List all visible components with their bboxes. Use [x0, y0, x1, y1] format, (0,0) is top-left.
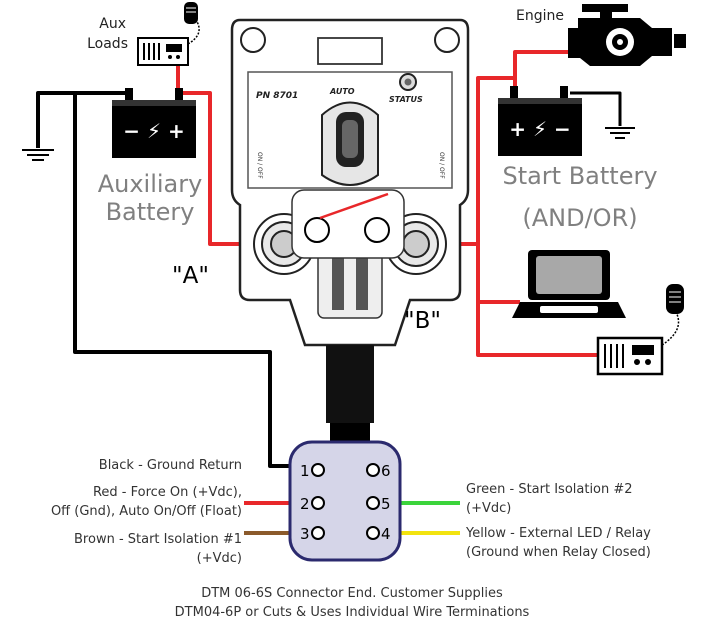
relay-auto-label: AUTO: [329, 87, 355, 96]
pin-socket-5: [366, 496, 380, 510]
pin-socket-2: [311, 496, 325, 510]
relay-cable: [326, 345, 374, 423]
ground-symbol-right: [605, 127, 635, 139]
connector-pin-sockets: [311, 463, 380, 540]
terminal-a-label: "A": [172, 263, 209, 289]
vhf-radio-icon: [596, 284, 684, 376]
pin-number-3: 3: [300, 525, 310, 543]
pin-socket-3: [311, 526, 325, 540]
pin-number-6: 6: [381, 462, 391, 480]
auxiliary-battery: [112, 88, 196, 158]
pin-socket-6: [366, 463, 380, 477]
ground-symbol-left: [22, 149, 54, 161]
start-battery: [498, 86, 582, 156]
engine-label: Engine: [516, 8, 564, 24]
relay-right-side-text: ON / OFF: [438, 152, 445, 179]
wire-label-red-line2: Off (Gnd), Auto On/Off (Float): [51, 504, 242, 519]
aux-loads-label-line1: Aux: [99, 16, 126, 32]
relay-cable-collar: [330, 423, 370, 443]
pin-number-1: 1: [300, 462, 310, 480]
wire-label-brown-line1: Brown - Start Isolation #1: [74, 532, 242, 547]
engine-red-wire: [513, 50, 568, 78]
relay-part-number: PN 8701: [256, 91, 298, 101]
wire-label-yellow-line2: (Ground when Relay Closed): [466, 545, 651, 560]
aux-battery-label-line1: Auxiliary: [98, 170, 203, 198]
start-battery-symbols: + ⚡ −: [509, 117, 570, 141]
aux-ground-wire: [36, 91, 75, 148]
black-ground-return-wire: [73, 91, 300, 468]
aux-loads-radio-icon: [137, 2, 200, 66]
terminal-b-label: "B": [404, 308, 441, 334]
pin-number-2: 2: [300, 495, 310, 513]
aux-battery-symbols: − ⚡ +: [123, 119, 184, 143]
wire-label-red-line1: Red - Force On (+Vdc),: [93, 485, 242, 500]
relay-switch-symbol: [291, 189, 405, 259]
pin-socket-4: [366, 526, 380, 540]
terminal-b-stud: [385, 213, 447, 275]
engine-icon: [568, 4, 686, 66]
wire-label-green-line1: Green - Start Isolation #2: [466, 482, 633, 497]
aux-battery-label-line2: Battery: [106, 198, 195, 226]
aux-loads-label-line2: Loads: [87, 36, 128, 52]
pin-number-4: 4: [381, 525, 391, 543]
pin-socket-1: [311, 463, 325, 477]
footer-note-line1: DTM 06-6S Connector End. Customer Suppli…: [201, 586, 503, 601]
start-ground-wire: [570, 91, 622, 126]
footer-note-line2: DTM04-6P or Cuts & Uses Individual Wire …: [175, 605, 530, 620]
wire-label-green-line2: (+Vdc): [466, 501, 511, 516]
start-battery-label-line2: (AND/OR): [522, 204, 637, 232]
relay-left-side-text: ON / OFF: [256, 152, 263, 179]
wire-label-yellow-line1: Yellow - External LED / Relay: [465, 526, 651, 541]
start-battery-label-line1: Start Battery: [502, 162, 657, 190]
laptop-icon: [512, 250, 626, 318]
relay-status-label: STATUS: [389, 95, 423, 104]
wire-label-black: Black - Ground Return: [99, 458, 242, 473]
wire-label-brown-line2: (+Vdc): [197, 551, 242, 566]
relay-housing: [230, 18, 470, 347]
pin-number-5: 5: [381, 495, 391, 513]
wiring: [36, 50, 622, 535]
